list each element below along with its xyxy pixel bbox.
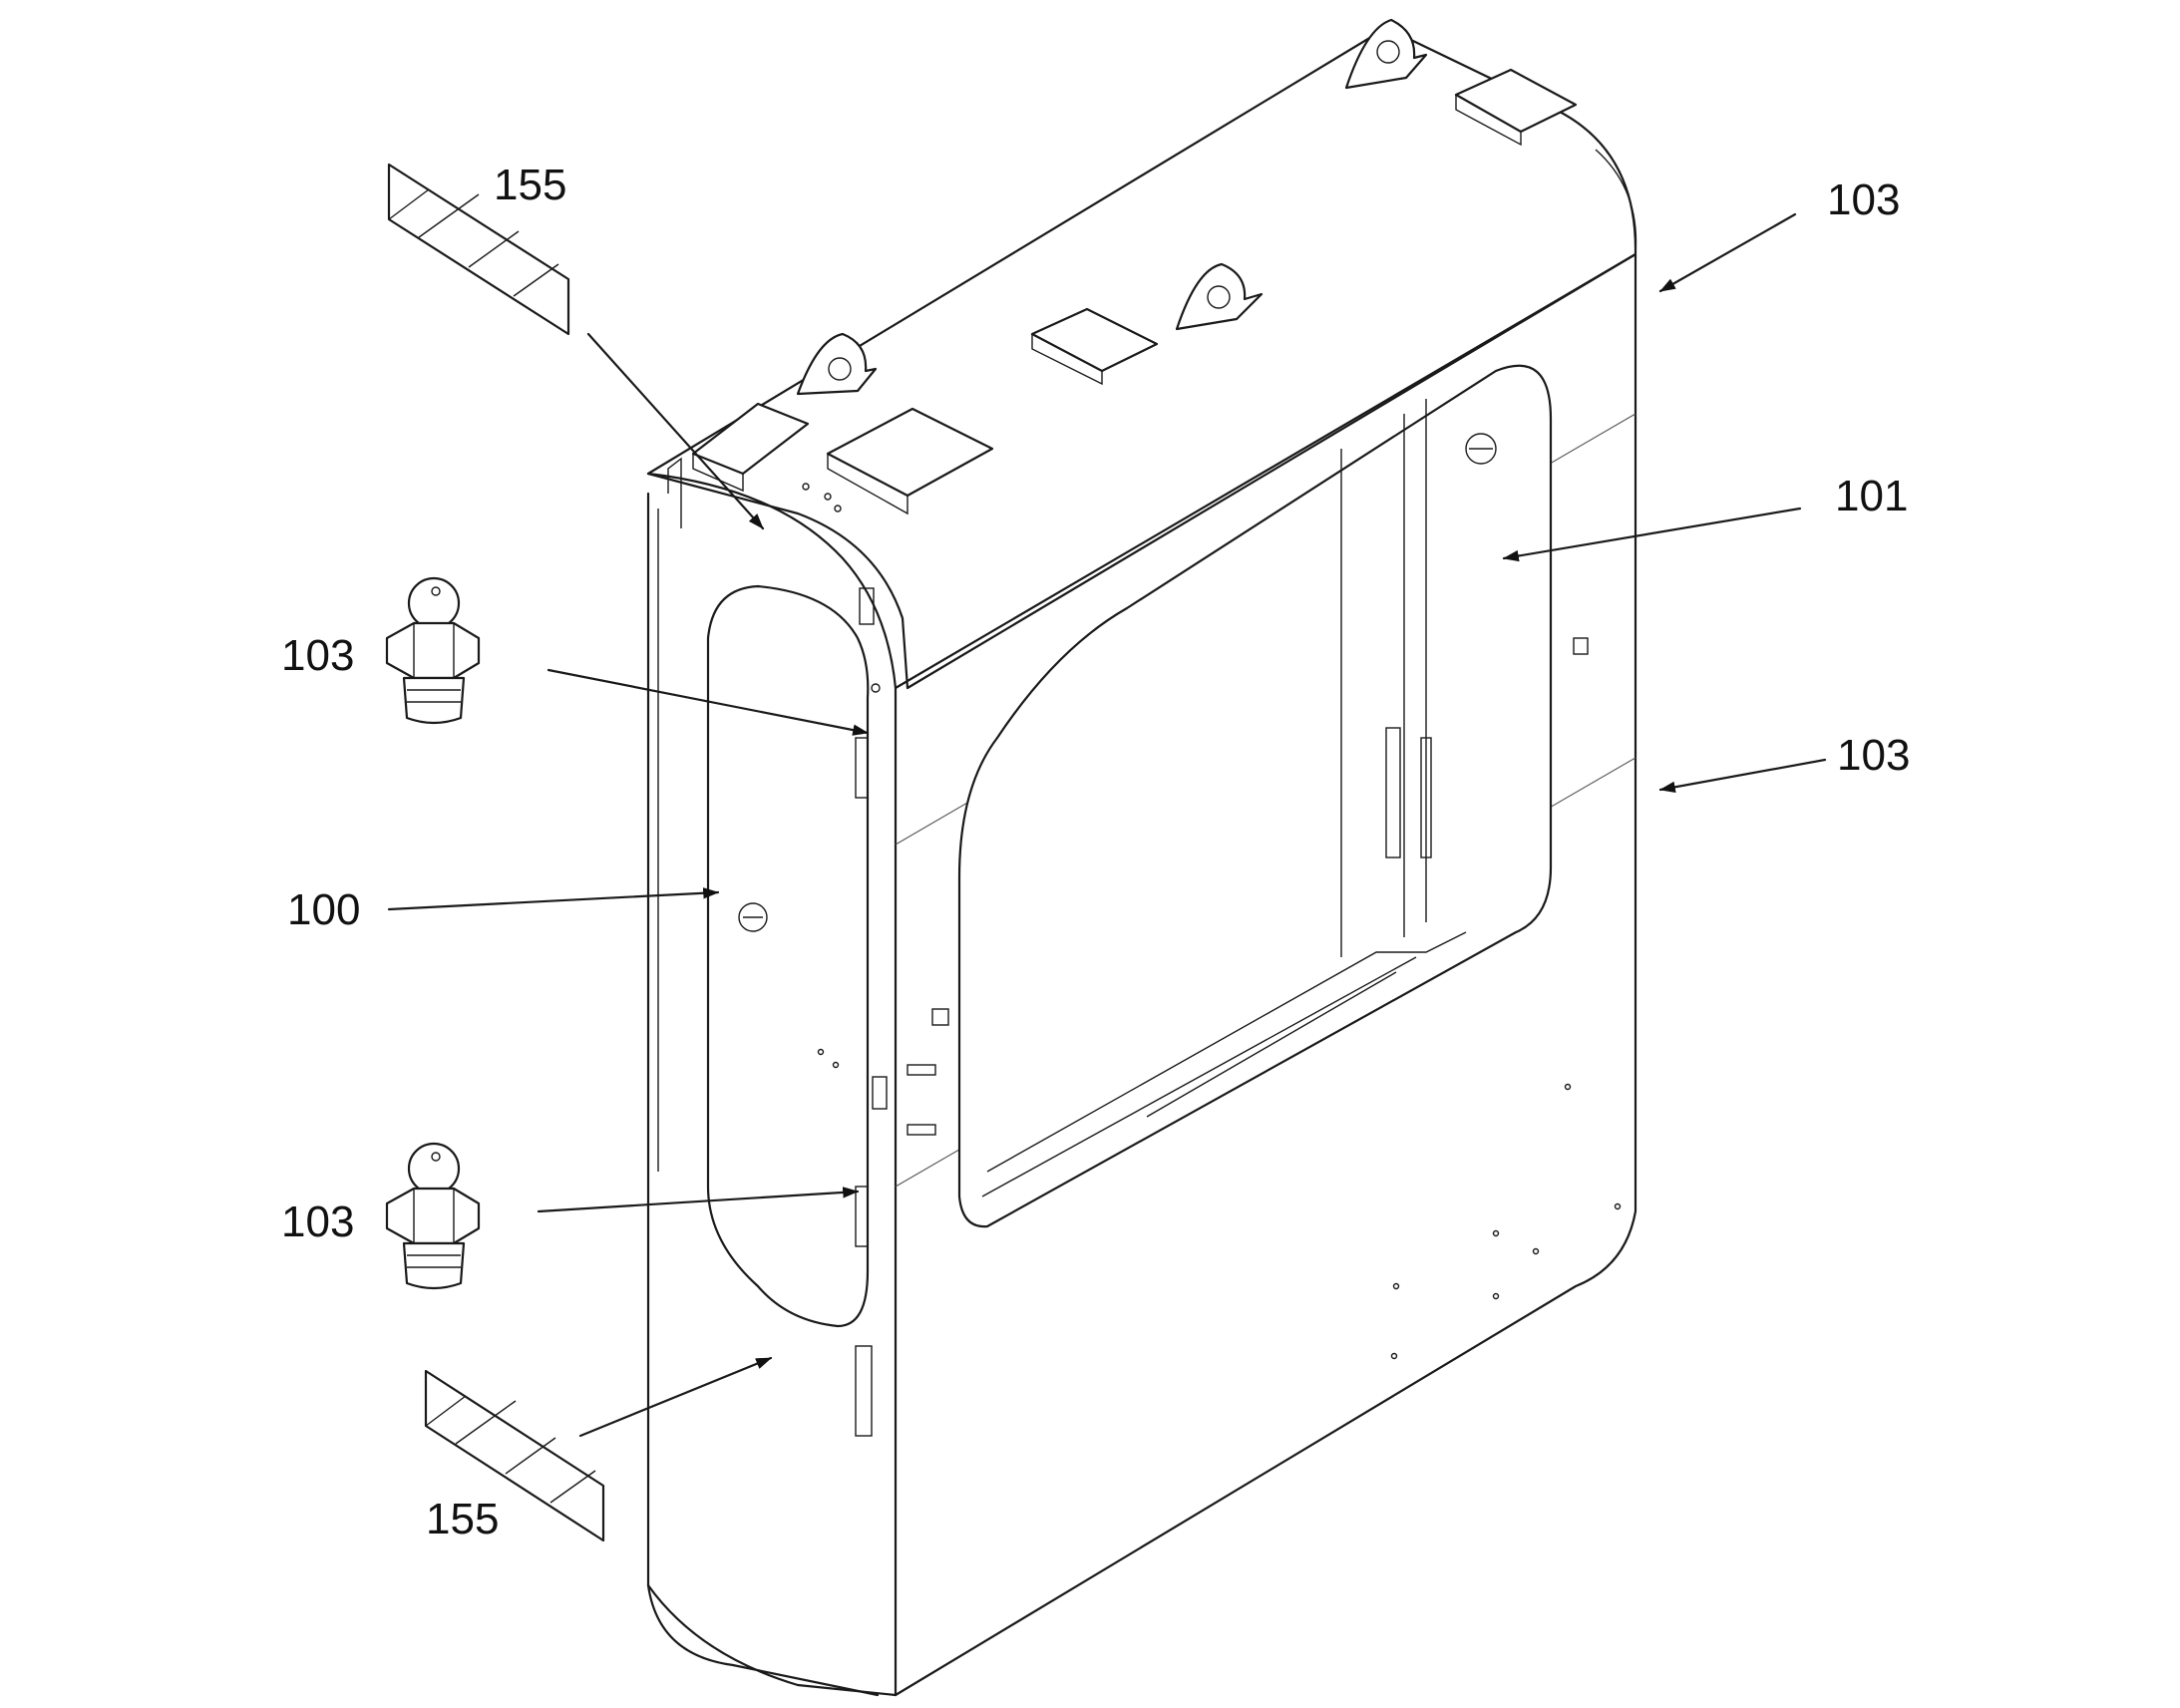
side-panel (907, 364, 1622, 1360)
grease-fitting-icon-upper (385, 576, 481, 725)
callout-103-top-right: 103 (1827, 175, 1900, 224)
lifting-eye-right (1344, 18, 1428, 90)
top-details (691, 18, 1578, 515)
side-face (894, 252, 1637, 1697)
left-flange (646, 492, 880, 1697)
front-panel (706, 584, 888, 1437)
callout-103-right-lower: 103 (1837, 731, 1910, 780)
label-icon-top (387, 163, 570, 336)
callout-155-bottom: 155 (426, 1495, 499, 1543)
leader-103-top-right (1658, 212, 1797, 293)
leader-155-bottom (578, 1356, 773, 1438)
callout-101: 101 (1835, 472, 1908, 520)
lifting-eye-middle (1175, 262, 1264, 331)
callout-103-left-upper: 103 (281, 631, 354, 680)
front-opening (706, 584, 870, 1328)
label-icon-bottom (424, 1369, 605, 1542)
leader-100 (387, 887, 720, 911)
callout-100: 100 (287, 885, 360, 934)
leader-103-right-lower (1658, 758, 1827, 793)
pad-1 (691, 402, 810, 476)
leader-155-top (586, 332, 765, 530)
pad-3 (1030, 307, 1159, 373)
pad-2 (826, 407, 994, 498)
leader-103-left-lower (537, 1187, 860, 1213)
side-opening (957, 364, 1553, 1228)
leader-103-left-upper (546, 668, 870, 736)
grease-fitting-icon-lower (385, 1142, 481, 1290)
callout-103-left-lower: 103 (281, 1197, 354, 1246)
leader-101 (1502, 507, 1802, 562)
pad-4 (1454, 68, 1578, 134)
lifting-eye-left (796, 332, 878, 396)
callout-155-top: 155 (494, 161, 566, 209)
